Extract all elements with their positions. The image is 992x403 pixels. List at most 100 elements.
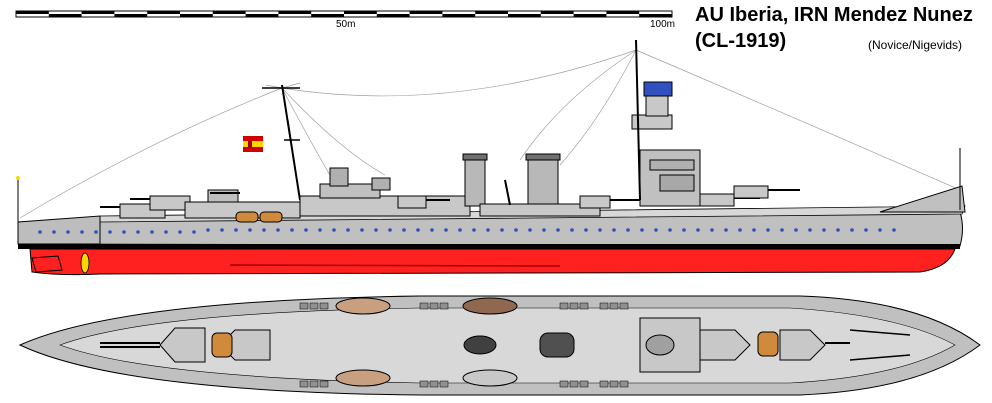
foremast <box>635 39 641 201</box>
plan-vent <box>599 302 609 310</box>
porthole <box>892 228 896 232</box>
porthole <box>220 228 224 232</box>
porthole <box>290 228 294 232</box>
porthole <box>794 228 798 232</box>
boat-profile-2 <box>259 211 283 223</box>
porthole <box>486 228 490 232</box>
plan-vent <box>599 380 609 388</box>
porthole <box>808 228 812 232</box>
porthole <box>38 230 42 234</box>
spanish-flag <box>243 136 263 152</box>
porthole <box>878 228 882 232</box>
porthole <box>122 230 126 234</box>
porthole <box>192 230 196 234</box>
porthole <box>164 230 168 234</box>
turret-profile-6 <box>733 185 800 199</box>
waterline-hull <box>29 248 956 276</box>
scale-segment <box>344 11 377 14</box>
plan-vent <box>319 302 329 310</box>
scale-segment <box>475 11 508 14</box>
turret-profile-3 <box>397 195 450 209</box>
scale-segment <box>376 14 410 17</box>
porthole <box>360 228 364 232</box>
porthole <box>626 228 630 232</box>
porthole <box>206 228 210 232</box>
porthole <box>612 228 616 232</box>
scale-segment <box>442 14 476 17</box>
rigging-wires <box>19 49 961 219</box>
plan-vent <box>419 302 429 310</box>
rudder <box>31 255 63 273</box>
plan-vent <box>429 302 439 310</box>
plan-vent <box>619 302 629 310</box>
porthole <box>136 230 140 234</box>
porthole <box>654 228 658 232</box>
scale-segment <box>311 14 344 17</box>
plan-vent <box>439 302 449 310</box>
ship-designation: (CL-1919) <box>695 30 787 52</box>
scale-segment <box>114 14 148 17</box>
main-mast <box>262 84 301 201</box>
profile-view <box>16 39 966 276</box>
scale-segment <box>639 14 672 17</box>
porthole <box>682 228 686 232</box>
porthole <box>514 228 518 232</box>
porthole <box>836 228 840 232</box>
porthole <box>402 228 406 232</box>
scale-end-label: 100m <box>650 19 676 30</box>
plan-boat-aft <box>211 332 233 358</box>
porthole <box>738 228 742 232</box>
portholes <box>38 228 896 234</box>
porthole <box>444 228 448 232</box>
porthole <box>80 230 84 234</box>
credit-text: (Novice/Nigevids) <box>868 38 963 52</box>
scale-segment <box>48 14 82 17</box>
plan-vent <box>569 302 579 310</box>
porthole <box>150 230 154 234</box>
porthole <box>318 228 322 232</box>
porthole <box>262 228 266 232</box>
porthole <box>864 228 868 232</box>
porthole <box>374 228 378 232</box>
scale-mid-label: 50m <box>336 19 356 30</box>
plan-turret-fwd-2 <box>779 329 850 361</box>
scale-segment <box>540 11 574 14</box>
bridge-tower <box>631 81 701 207</box>
plan-vent <box>559 302 569 310</box>
funnel-aft <box>462 153 488 207</box>
scale-segment <box>245 14 279 17</box>
porthole <box>696 228 700 232</box>
plan-vent <box>309 380 319 388</box>
scale-segment <box>409 11 443 14</box>
plan-boat-fwd <box>757 331 779 357</box>
scale-bar <box>15 10 673 18</box>
plan-vent <box>309 302 319 310</box>
plan-vent <box>609 380 619 388</box>
plan-vent <box>569 380 579 388</box>
porthole <box>542 228 546 232</box>
porthole <box>52 230 56 234</box>
porthole <box>388 228 392 232</box>
scale-segment <box>212 11 246 14</box>
porthole <box>248 228 252 232</box>
plan-funnel-aft <box>463 335 497 355</box>
porthole <box>500 228 504 232</box>
plan-vent <box>609 302 619 310</box>
plan-boat-3 <box>462 297 518 315</box>
porthole <box>94 230 98 234</box>
plan-vent <box>439 380 449 388</box>
anchor-chains <box>849 329 911 361</box>
porthole <box>234 228 238 232</box>
porthole <box>766 228 770 232</box>
porthole <box>822 228 826 232</box>
plan-turret-fwd-1 <box>699 329 751 361</box>
porthole <box>598 228 602 232</box>
plan-boat-4 <box>462 369 518 387</box>
propeller <box>80 252 90 274</box>
plan-bridge <box>639 317 701 373</box>
scale-segment <box>81 11 115 14</box>
porthole <box>304 228 308 232</box>
porthole <box>472 228 476 232</box>
plan-vent <box>579 302 589 310</box>
